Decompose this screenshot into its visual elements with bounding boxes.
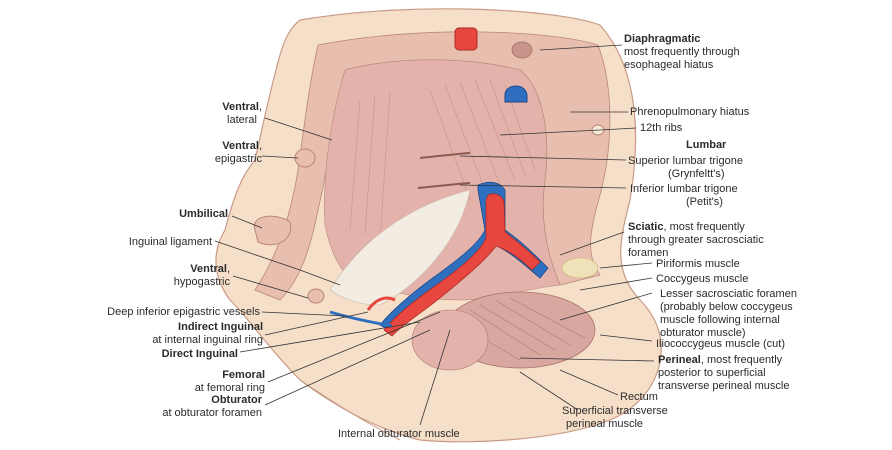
- thigh-outline: [299, 379, 401, 441]
- superior-lumbar-line1: Superior lumbar trigone: [628, 155, 743, 167]
- iliococcygeus-label: Iliococcygeus muscle (cut): [656, 338, 785, 350]
- direct-inguinal-label: Direct Inguinal: [162, 348, 238, 360]
- ventral-hypogastric-title: Ventral: [190, 263, 227, 275]
- perineal-sub: most frequently: [707, 354, 783, 366]
- sciatic-title: Sciatic: [628, 221, 663, 233]
- epigastric-vessel-red: [366, 296, 396, 311]
- diaphragmatic-line1: most frequently through: [624, 46, 740, 58]
- femoral-title: Femoral: [222, 369, 265, 381]
- perineal-line1: Perineal, most frequently: [658, 354, 783, 366]
- lesser-foramen-line4: obturator muscle): [660, 327, 746, 339]
- vena-cava-stump-icon: [504, 85, 528, 103]
- iliac-artery: [383, 193, 541, 337]
- ventral-hypogastric-line1: Ventral,: [190, 263, 230, 275]
- ventral-hypogastric-line2: hypogastric: [174, 276, 231, 288]
- pelvic-striations: [459, 297, 586, 361]
- indirect-inguinal-line2: at internal inguinal ring: [152, 334, 263, 346]
- left-labels: Ventral, lateral Ventral, epigastric Umb…: [107, 101, 265, 419]
- piriformis-label: Piriformis muscle: [656, 258, 740, 270]
- internal-obturator-label: Internal obturator muscle: [338, 428, 460, 440]
- rectum-label: Rectum: [620, 391, 658, 403]
- umbilical-label: Umbilical: [179, 208, 228, 220]
- inguinal-ligament-label: Inguinal ligament: [129, 236, 212, 248]
- perineal-line2: posterior to superficial: [658, 367, 766, 379]
- indirect-inguinal-title: Indirect Inguinal: [178, 321, 263, 333]
- sciatic-line1: Sciatic, most frequently: [628, 221, 745, 233]
- piriformis-shape: [561, 257, 599, 279]
- femoral-line2: at femoral ring: [195, 382, 265, 394]
- superficial-transverse-line1: Superficial transverse: [562, 405, 668, 417]
- superficial-transverse-line2: perineal muscle: [566, 418, 643, 430]
- superior-lumbar-line2: (Grynfeltt's): [668, 168, 725, 180]
- lumbar-title: Lumbar: [686, 139, 727, 151]
- inferior-lumbar-line2: (Petit's): [686, 196, 723, 208]
- lesser-foramen-line1: Lesser sacrosciatic foramen: [660, 288, 797, 300]
- hypogastric-bulge: [307, 288, 325, 304]
- anatomy-illustration: [215, 8, 662, 443]
- esophageal-hiatus: [511, 41, 533, 59]
- sciatic-sub: most frequently: [670, 221, 746, 233]
- sciatic-line3: foramen: [628, 247, 668, 259]
- umbilical-bulge: [253, 215, 292, 246]
- ventral-epigastric-line2: epigastric: [215, 153, 263, 165]
- diaphragmatic-title: Diaphragmatic: [624, 33, 700, 45]
- obturator-line2: at obturator foramen: [162, 407, 262, 419]
- sciatic-line2: through greater sacrosciatic: [628, 234, 764, 246]
- aorta-stump-icon: [454, 27, 478, 51]
- deep-inferior-epigastric-label: Deep inferior epigastric vessels: [107, 306, 260, 318]
- phrenopulmonary-label: Phrenopulmonary hiatus: [630, 106, 750, 118]
- inguinal-sheet: [329, 189, 471, 306]
- internal-obturator-muscle-shape: [411, 309, 489, 371]
- ventral-epigastric-line1: Ventral,: [222, 140, 262, 152]
- lesser-foramen-line2: (probably below coccygeus: [660, 301, 793, 313]
- leader-lines: [214, 44, 655, 426]
- ventral-lateral-line1: Ventral,: [222, 101, 262, 113]
- obturator-title: Obturator: [211, 394, 262, 406]
- epigastric-vessel-blue: [329, 310, 393, 328]
- perineal-line3: transverse perineal muscle: [658, 380, 789, 392]
- diaphragmatic-line2: esophageal hiatus: [624, 59, 714, 71]
- ventral-lateral-line2: lateral: [227, 114, 257, 126]
- lesser-foramen-line3: muscle following internal: [660, 314, 780, 326]
- right-labels: Diaphragmatic most frequently through es…: [338, 33, 797, 440]
- superior-lumbar-slit: [419, 152, 471, 159]
- ribs-label: 12th ribs: [640, 122, 683, 134]
- ventral-lateral-title: Ventral: [222, 101, 259, 113]
- coccygeus-label: Coccygeus muscle: [656, 273, 748, 285]
- ventral-epigastric-title: Ventral: [222, 140, 259, 152]
- inferior-lumbar-slit: [417, 182, 471, 189]
- perineal-title: Perineal: [658, 354, 701, 366]
- inferior-lumbar-line1: Inferior lumbar trigone: [630, 183, 738, 195]
